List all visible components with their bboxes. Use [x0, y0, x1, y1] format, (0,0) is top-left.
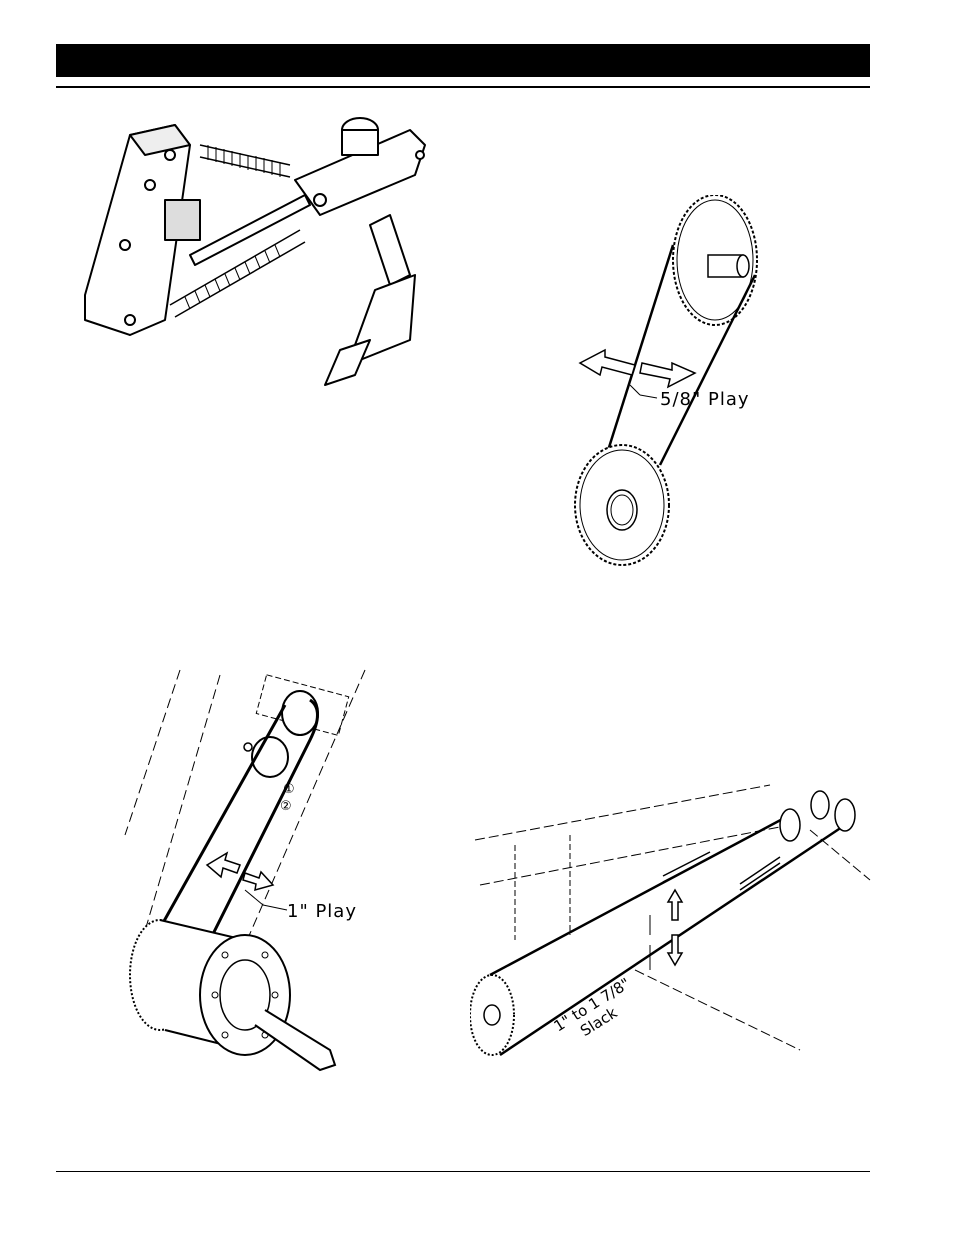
chain-links — [663, 852, 780, 890]
play-label-top: 5/8" Play — [660, 389, 750, 410]
shank-upper — [370, 215, 410, 285]
upper-drive-sprocket — [282, 691, 318, 735]
upper-sprocket-3 — [835, 799, 855, 831]
header-bar — [56, 44, 870, 77]
up-arrow-icon — [668, 890, 682, 920]
upper-spring — [200, 145, 290, 177]
sprocket-play-figure: 5/8" Play — [560, 195, 780, 580]
left-arrow-icon — [207, 853, 240, 877]
lower-sprocket — [470, 975, 514, 1055]
callout-1: ① — [283, 782, 295, 797]
callout-2: ② — [280, 799, 292, 814]
upper-sprocket-2 — [811, 791, 829, 819]
upper-sprocket-1 — [780, 809, 800, 841]
footer-rule — [56, 1171, 870, 1172]
point — [325, 340, 370, 385]
right-arrow-icon — [640, 363, 695, 387]
play-label-wheel: 1" Play — [287, 901, 357, 922]
chain-upper — [490, 815, 790, 975]
chain-left — [605, 245, 673, 460]
left-arrow-icon — [580, 350, 635, 375]
header-rule — [56, 86, 870, 88]
right-arrow-icon — [243, 872, 273, 890]
wheel-drive-figure: 1" Play ① ② — [115, 665, 385, 1085]
down-arrow-icon — [668, 935, 682, 965]
chain-slack-figure: 1" to 1 7/8" Slack — [470, 770, 880, 1060]
row-unit-figure — [70, 105, 440, 395]
